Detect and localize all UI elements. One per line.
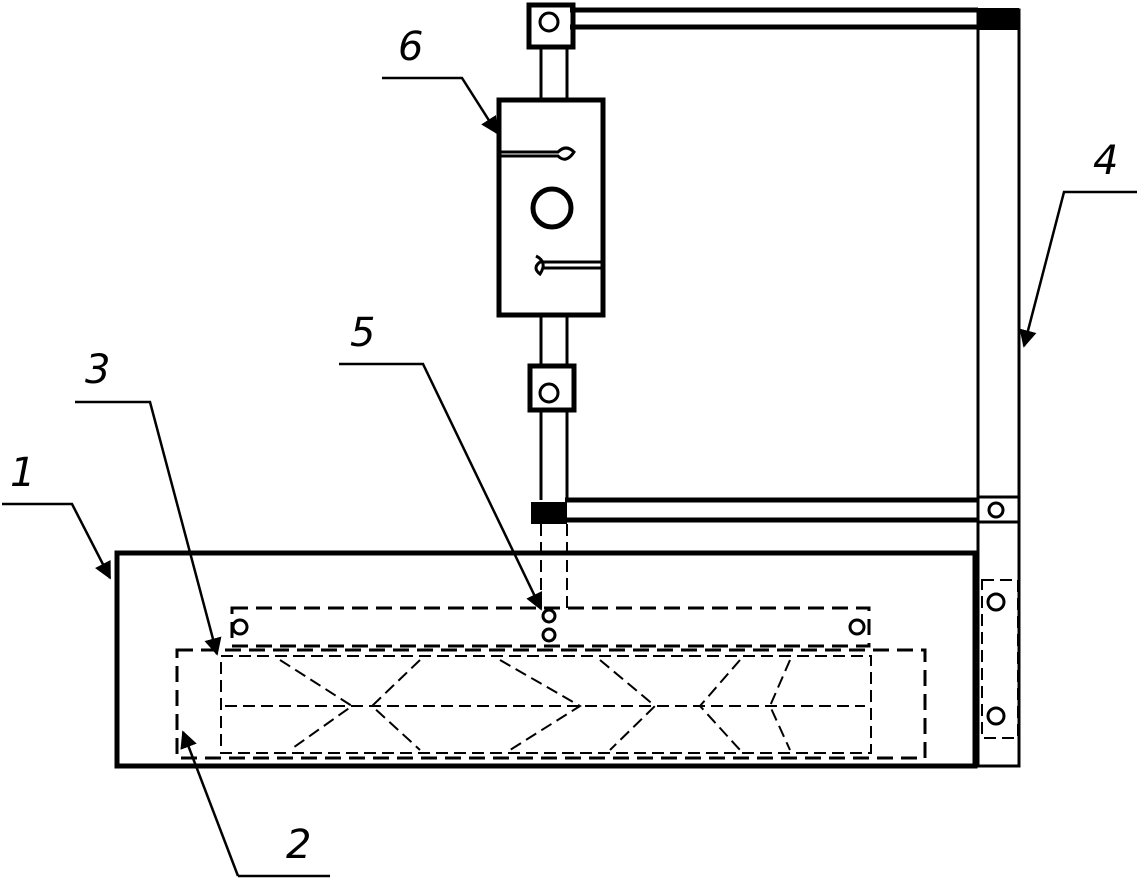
- label-4: 4: [1093, 138, 1118, 184]
- specimen-holder: [175, 648, 927, 760]
- lower-arm: [531, 497, 978, 524]
- leader-lines: [2, 76, 1137, 878]
- specimen: [220, 655, 872, 754]
- label-1: 1: [10, 450, 35, 496]
- support-plate: [230, 606, 871, 648]
- label-5: 5: [350, 310, 375, 356]
- label-6: 6: [398, 24, 423, 70]
- label-3: 3: [85, 347, 110, 393]
- vertical-post: [976, 8, 1021, 768]
- tank-outline: [114, 550, 978, 769]
- vertical-rod: [527, 47, 577, 643]
- label-2: 2: [286, 822, 311, 868]
- load-cell: [496, 97, 606, 318]
- top-arm: [526, 2, 978, 50]
